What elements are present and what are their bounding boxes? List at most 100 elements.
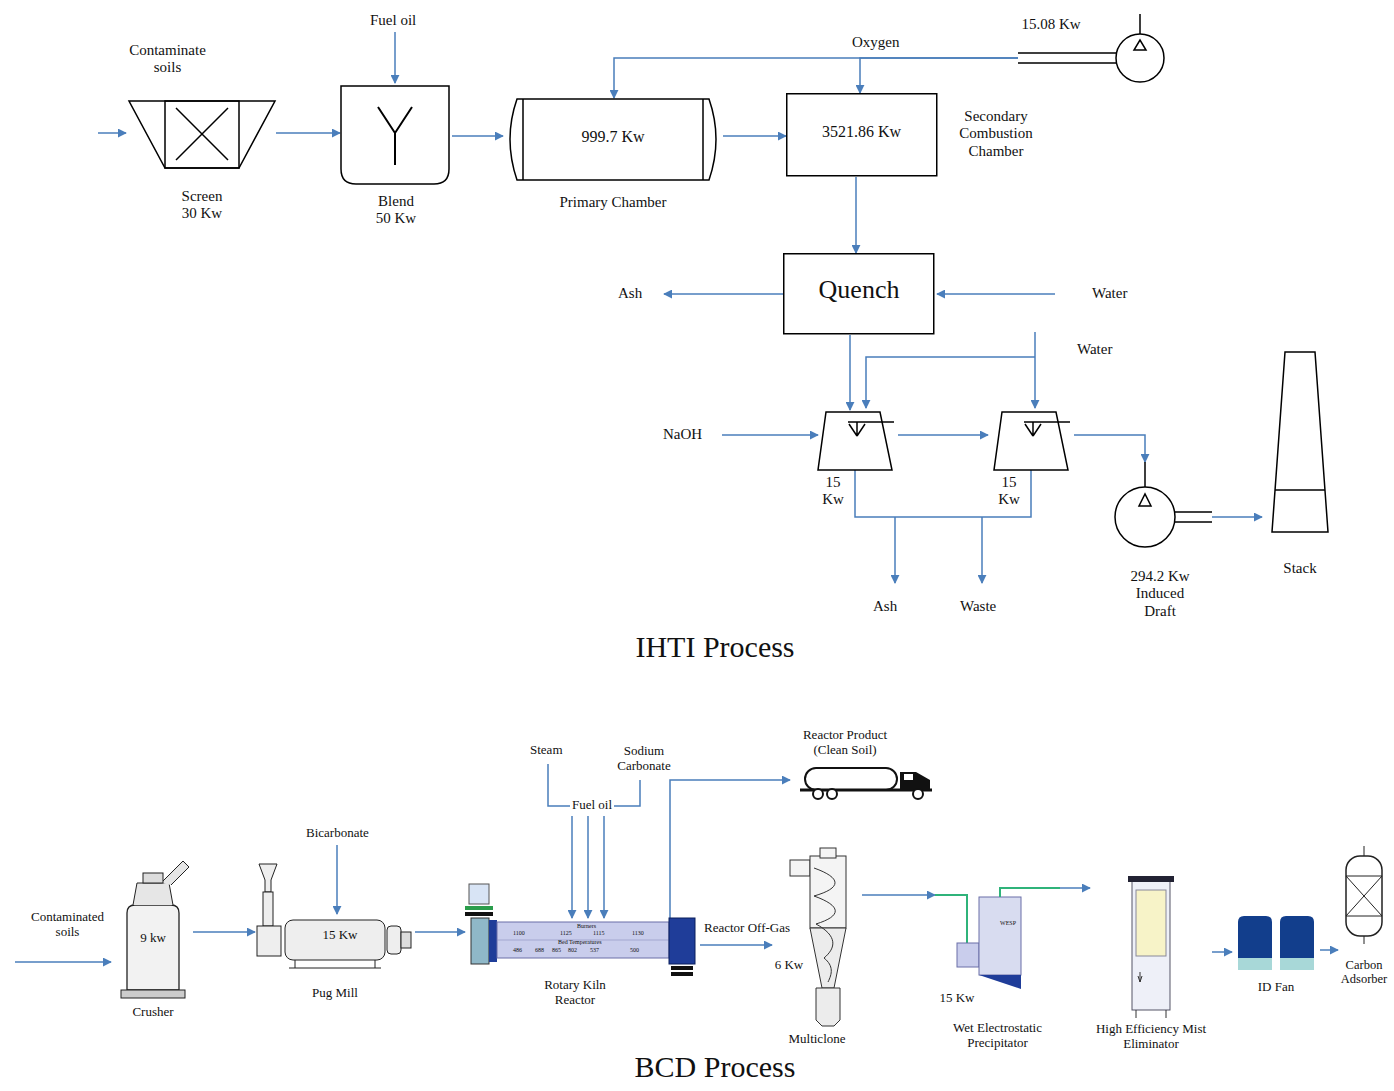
feed-arrows [571,816,573,918]
multiclone [816,988,840,1026]
equipment-label: High Efficiency Mist Eliminator [1090,1022,1212,1052]
scrubber [848,422,894,436]
edge-label: Reactor Off-Gas [704,921,790,936]
flow-arrow [614,58,1018,98]
rotary-kiln [497,922,669,958]
secondary-chamber: 3521.86 KwSecondary Combustion Chamber [786,93,1048,177]
equipment-label: Blend 50 Kw [374,193,418,228]
process-title: IHTI Process [590,630,840,665]
flow-arrow [670,780,790,880]
kiln-text: Burners [577,923,596,930]
carbon-adsorber [1346,876,1382,916]
stream-label: Water [1092,285,1127,302]
crusher: 9 kwCrusher [113,855,193,1023]
induced-draft-fan [1139,494,1151,506]
equipment-label: Primary Chamber [503,194,723,211]
kiln-text: 1115 [593,930,605,937]
wet-esp [979,975,1021,989]
blend-tank [378,107,412,165]
scrubber [818,412,892,470]
stream-label: NaOH [663,426,702,443]
equipment-label: 294.2 Kw Induced Draft [1126,568,1194,620]
induced-draft-fan: 294.2 Kw Induced Draft [1108,462,1212,628]
flow-arrow [862,894,935,896]
induced-draft-fan [1115,487,1175,547]
mist-eliminator [1132,878,1170,1010]
mist-eliminator [1136,972,1166,1018]
equipment-label: 15 Kw [992,474,1026,509]
feed-arrows [722,434,818,436]
blend-tank [341,86,449,184]
feed-arrows [664,293,783,295]
stack [1262,350,1338,582]
wet-esp [957,943,979,967]
equipment-label: 6 Kw [772,958,806,973]
flow-arrow [1060,887,1090,889]
pug-mill [263,892,273,926]
flow-arrow [415,931,465,933]
kiln-text: Bed Temperatures [558,939,602,946]
flow-arrow [1320,949,1338,951]
equipment-label: Multiclone [772,1032,862,1047]
kiln-text: 486 [513,947,522,954]
stream-label: Ash [873,598,897,615]
feed-arrows [587,816,589,918]
id-fan [1280,958,1314,970]
flow-arrow [1074,435,1145,462]
crusher [127,905,179,990]
stream-label: Contaminate soils [120,42,215,77]
multiclone [790,860,810,876]
equipment-label: ID Fan [1232,980,1320,995]
truck [913,789,923,799]
pug-mill [401,932,411,948]
stream-label: Ash [618,285,642,302]
wet-esp [1000,888,1060,897]
truck: Reactor Product (Clean Soil) [790,728,942,800]
carbon-adsorber: Carbon Adsorber [1338,846,1390,992]
pug-mill [387,926,401,954]
rotary-kiln [489,920,497,962]
oxygen-blower [1116,34,1164,82]
flow-arrow [193,931,255,933]
flow-arrow [723,135,786,137]
equipment-label: Secondary Combustion Chamber [946,108,1046,160]
screen-box [176,108,228,160]
id-fan: ID Fan [1232,912,1320,1002]
equipment-label: Screen 30 Kw [176,188,228,223]
flow-arrow [1212,951,1232,953]
feed-arrows [15,32,1055,962]
stream-label: Bicarbonate [306,826,369,841]
truck [813,789,823,799]
stream-label: Sodium Carbonate [608,744,680,774]
crusher [121,990,185,998]
pug-mill [289,960,381,968]
rotary-kiln [671,966,693,970]
screen-box: Screen 30 Kw [128,100,276,230]
truck [904,774,913,780]
scrubber: 15 Kw [812,410,898,518]
truck [827,789,837,799]
equipment-label: 15 Kw [295,928,385,943]
equipment-label: Carbon Adsorber [1338,958,1390,987]
stream-label: Fuel oil [570,798,614,813]
oxygen-blower [1134,40,1146,50]
mist-eliminator [1128,876,1174,882]
feed-arrows [855,470,1031,517]
feed-arrows [98,132,126,134]
feed-arrows [1034,332,1036,408]
kiln-text: 865 [552,947,561,954]
equipment-tag: WESP [1000,920,1016,927]
flow-arrow [700,944,772,946]
rotary-kiln [471,918,489,964]
flow-arrow [1212,516,1262,518]
rotary-kiln [669,880,671,918]
equipment-label: Stack [1262,560,1338,577]
rotary-kiln [469,884,489,904]
equipment-label: 999.7 Kw [503,128,723,146]
rotary-kiln [465,906,493,910]
id-fan [1238,916,1272,960]
pug-mill [259,864,277,892]
multiclone [814,868,835,982]
multiclone [820,848,836,858]
